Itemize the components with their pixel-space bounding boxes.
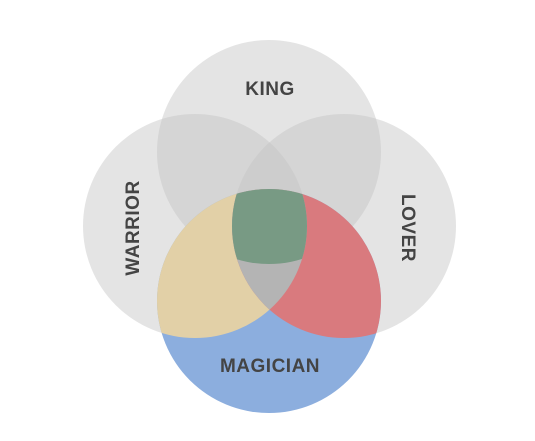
label-warrior: WARRIOR xyxy=(123,180,144,275)
label-king: KING xyxy=(245,79,295,100)
region-warrior-lover-magician xyxy=(232,189,307,338)
label-magician: MAGICIAN xyxy=(220,356,320,377)
label-lover: LOVER xyxy=(397,194,418,262)
